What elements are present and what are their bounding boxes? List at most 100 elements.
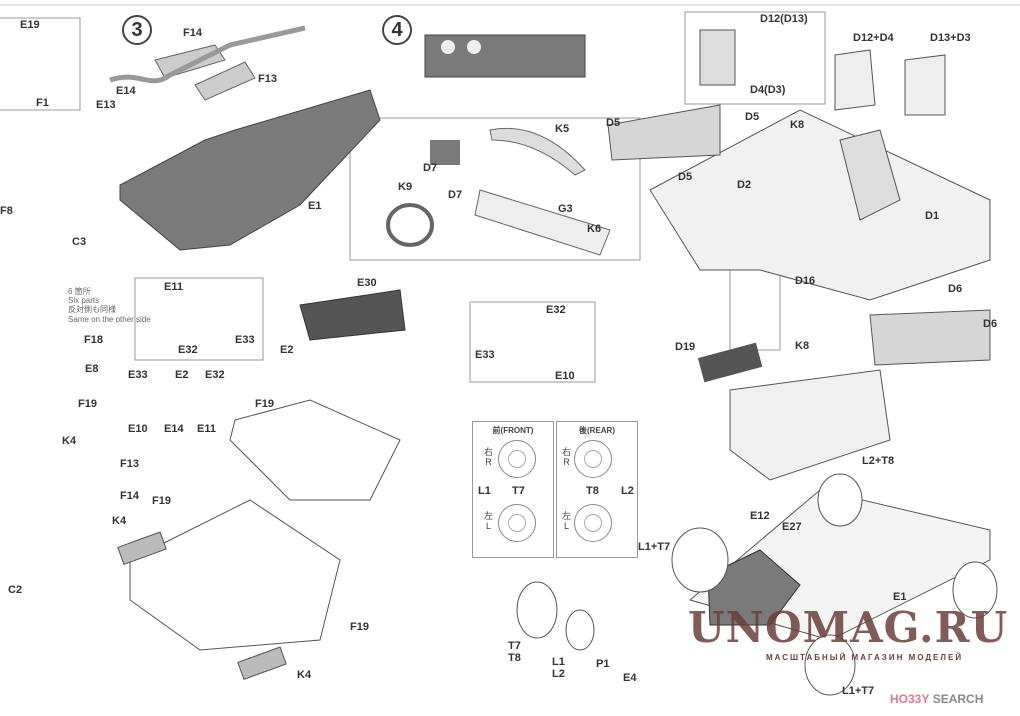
part-label: D1 <box>925 210 940 222</box>
part-label: K4 <box>297 669 312 681</box>
seat-d1 <box>839 129 901 221</box>
part-label: P1 <box>596 658 610 670</box>
body-shell <box>729 369 891 481</box>
part-label: C2 <box>8 584 23 596</box>
rear-tire-label: T8 <box>586 485 599 497</box>
six-parts-note: 6 箇所 Six parts 反対側も同様 Same on the other … <box>68 287 151 324</box>
rear-floor <box>129 499 341 651</box>
part-label: L1+T7 <box>638 541 671 553</box>
front-wheel-label: L1 <box>478 485 491 497</box>
part-label: F14 <box>120 490 139 502</box>
note-en-1: Six parts <box>68 296 100 306</box>
subassembly-box-seats <box>684 11 826 105</box>
watermark-subtitle: МАСШТАБНЫЙ МАГАЗИН МОДЕЛЕЙ <box>766 653 964 662</box>
part-label: K5 <box>555 123 570 135</box>
part-label: D19 <box>675 341 696 353</box>
subassembly-box-dash <box>349 117 641 261</box>
step-4-marker: 4 <box>382 15 412 45</box>
part-label: D6 <box>983 318 998 330</box>
part-label: D2 <box>737 179 752 191</box>
steering-wheel-k9 <box>386 203 434 247</box>
hobby-logo-mark: HO33Y <box>890 692 930 706</box>
front-floor <box>229 399 401 501</box>
part-label: T7 <box>508 640 521 652</box>
part-label: T8 <box>508 652 521 664</box>
front-left-wheel-icon <box>498 504 536 542</box>
wheel-rear <box>952 561 998 619</box>
hobby-logo-text: SEARCH <box>929 692 984 706</box>
part-label: D5 <box>606 117 621 129</box>
part-label: D12(D13) <box>760 13 808 25</box>
part-label: F14 <box>183 27 202 39</box>
watermark-logo: UNOMAG.RU <box>688 603 1009 652</box>
part-label: E4 <box>623 672 637 684</box>
muffler-k4 <box>117 531 167 565</box>
part-label: K6 <box>587 223 602 235</box>
part-label: E33 <box>128 369 148 381</box>
hobby-search-logo: HO33Y SEARCH <box>890 693 983 705</box>
side-en: R <box>563 456 570 467</box>
part-label: F19 <box>350 621 369 633</box>
part-label: E10 <box>555 370 575 382</box>
part-label: E14 <box>116 85 136 97</box>
part-label: K8 <box>795 340 810 352</box>
part-label: K4 <box>112 515 127 527</box>
part-label: L2 <box>552 668 565 680</box>
part-label: E12 <box>750 510 770 522</box>
part-label: K8 <box>790 119 805 131</box>
wheel-rear-right <box>817 473 863 527</box>
side-en: R <box>485 456 492 467</box>
part-label: D7 <box>448 189 463 201</box>
seat-back-d12 <box>834 49 876 111</box>
part-label: L1 <box>552 656 565 668</box>
part-label: E27 <box>782 521 802 533</box>
note-jp-1: 6 箇所 <box>68 287 91 296</box>
side-en: L <box>486 520 492 531</box>
part-label: D12+D4 <box>853 32 894 44</box>
step-3-marker: 3 <box>122 15 152 45</box>
side-jp: 右 <box>484 447 494 457</box>
suspension-arm <box>299 289 406 341</box>
tire-assembly <box>516 581 558 639</box>
rear-right-wheel-icon <box>574 440 612 478</box>
rear-wheel-label: L2 <box>621 485 634 497</box>
muffler-f14 <box>154 44 226 79</box>
exhaust-pipe <box>109 25 306 84</box>
rear-fender <box>707 549 801 626</box>
part-label: E32 <box>178 344 198 356</box>
part-label: F1 <box>36 97 49 109</box>
part-label: E11 <box>197 423 216 435</box>
part-label: D5 <box>678 171 693 183</box>
part-label: D7 <box>423 162 438 174</box>
part-label: F19 <box>255 398 274 410</box>
console-k6 <box>474 189 611 256</box>
part-label: E14 <box>164 423 184 435</box>
subassembly-box-k8 <box>729 261 781 351</box>
side-jp: 右 <box>562 447 572 457</box>
part-label: E1 <box>308 200 322 212</box>
part-label: E32 <box>205 369 225 381</box>
part-label: E19 <box>20 19 40 31</box>
part-label: D16 <box>795 275 816 287</box>
part-label: E13 <box>96 99 116 111</box>
part-label: E33 <box>235 334 255 346</box>
part-label: E11 <box>164 281 183 293</box>
rear-heading: 後(REAR) <box>579 426 615 435</box>
part-label: K9 <box>398 181 413 193</box>
part-label: C3 <box>72 236 87 248</box>
part-label: E30 <box>357 277 377 289</box>
side-jp: 左 <box>562 511 572 521</box>
dashboard-d19 <box>697 342 763 383</box>
part-label: D6 <box>948 283 963 295</box>
part-label: D4(D3) <box>750 84 786 96</box>
part-label: F13 <box>120 458 139 470</box>
interior-tub <box>649 109 991 301</box>
side-en: L <box>564 520 570 531</box>
front-tire-label: T7 <box>512 485 525 497</box>
front-right-wheel-icon <box>498 440 536 478</box>
